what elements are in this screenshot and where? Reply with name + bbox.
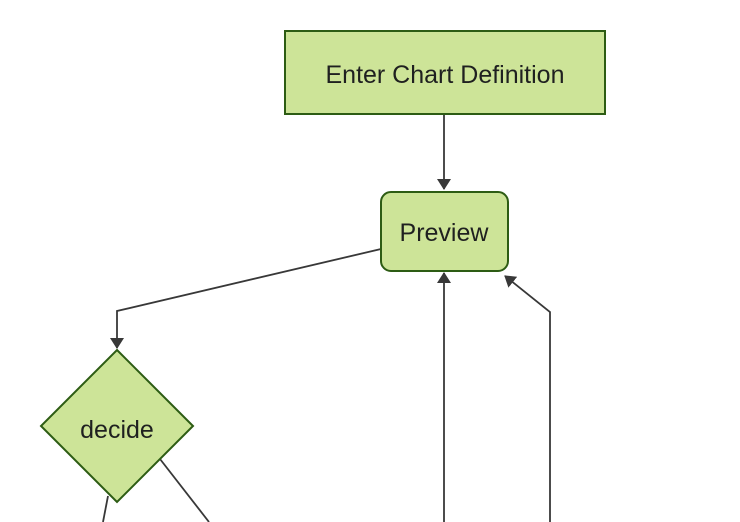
node-layer: Enter Chart Definition Preview decide xyxy=(39,30,606,504)
node-preview: Preview xyxy=(380,191,509,272)
edge-decide-to-offscreen-left xyxy=(102,495,109,522)
edge-decide-to-offscreen-right xyxy=(159,458,210,522)
decide-diamond xyxy=(39,348,195,504)
edge-bottom-right-to-preview xyxy=(504,275,551,522)
enter-chart-definition-label: Enter Chart Definition xyxy=(325,61,564,89)
edge-layer xyxy=(102,114,551,522)
node-decide: decide xyxy=(39,348,195,504)
preview-box xyxy=(380,191,509,272)
node-enter-chart-definition: Enter Chart Definition xyxy=(284,30,606,115)
edge-preview-to-decide xyxy=(110,248,382,349)
enter-chart-definition-box xyxy=(284,30,606,115)
preview-label: Preview xyxy=(400,219,490,247)
decide-label: decide xyxy=(80,416,154,444)
